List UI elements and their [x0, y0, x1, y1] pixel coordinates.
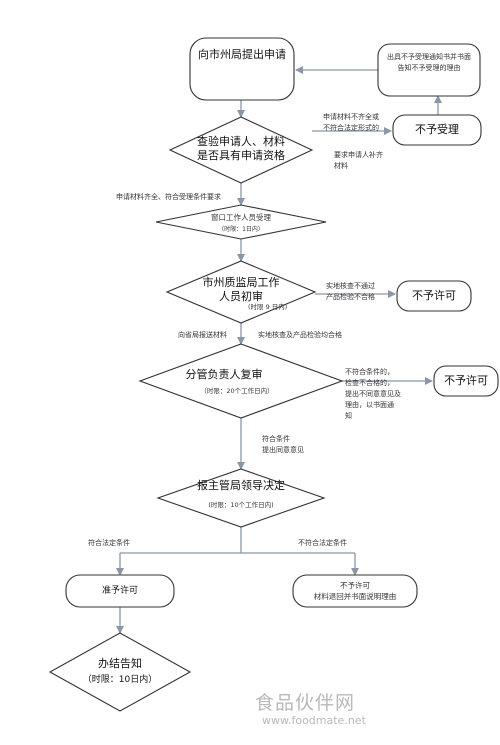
label-inspect-pass: 实地核查及产品检验均合格 [258, 331, 342, 339]
window-diamond [155, 204, 327, 240]
label-legal-ok: 符合法定条件 [88, 539, 130, 547]
final-diamond [48, 632, 192, 712]
deny2-text: 不予许可 [444, 374, 488, 387]
watermark-name: 食品伙伴网 [255, 692, 356, 714]
final-text: 办结告知 [98, 657, 142, 670]
chief-review-diamond [138, 343, 344, 419]
apply-node [189, 37, 295, 101]
label-complete: 申请材料齐全、符合受理条件要求 [116, 193, 221, 201]
not-accept-text: 不予受理 [415, 123, 459, 136]
label-incomplete: 申请材料不齐全或 不符合法定形式的 [323, 113, 379, 132]
check-text: 查验申请人、材料是否具有申请资格 [197, 135, 285, 162]
window-text: 窗口工作人员受理 [211, 213, 271, 222]
label-inspect-fail: 实地核查不通过 产品检验不合格 [326, 282, 375, 301]
label-legal-fail: 不符合法定条件 [298, 539, 347, 547]
deny-return-node [292, 574, 418, 608]
leader-text: 报主管局领导决定 [197, 479, 285, 492]
apply-text: 向市州局提出申请 [198, 48, 286, 61]
window-time-text: （时限：1日内） [218, 226, 264, 233]
deny-return-text: 不予许可 材料退回并书面说明理由 [313, 581, 397, 601]
label-chief-pass: 符合条件 提出同意意见 [262, 435, 304, 454]
deny2-node [433, 365, 499, 397]
reject-notice-node [377, 43, 481, 97]
check-diamond [168, 116, 314, 184]
chief-review-time-text: （时限：20个工作日内） [200, 387, 274, 395]
grant-node [65, 574, 175, 608]
final-time-text: （时限：10日内） [82, 675, 158, 685]
reject-notice-text: 出具不予受理通知书并书面告知不予受理的理由 [387, 53, 471, 72]
deny1-text: 不予许可 [412, 289, 456, 302]
city-review-diamond [165, 260, 317, 324]
label-chief-fail: 不符合条件的， 检查不合格的， 提出不同意意见及 理由，以书面通 知 [345, 368, 401, 420]
deny1-node [396, 280, 472, 312]
not-accept-node [392, 114, 482, 146]
city-review-time-text: (时限 9 日内) [248, 303, 288, 311]
watermark-url: www.foodmate.net [262, 714, 366, 727]
leader-time-text: (时限：10个工作日内) [208, 501, 274, 509]
label-request-docs: 要求申请人补齐 材料 [334, 151, 383, 170]
label-submit: 向省局报送材料 [178, 331, 227, 339]
city-review-text: 市州质监局工作人员初审 [202, 276, 280, 303]
grant-text: 准予许可 [101, 586, 138, 596]
leader-diamond [156, 468, 326, 528]
chief-review-text: 分管负责人复审 [185, 368, 263, 381]
